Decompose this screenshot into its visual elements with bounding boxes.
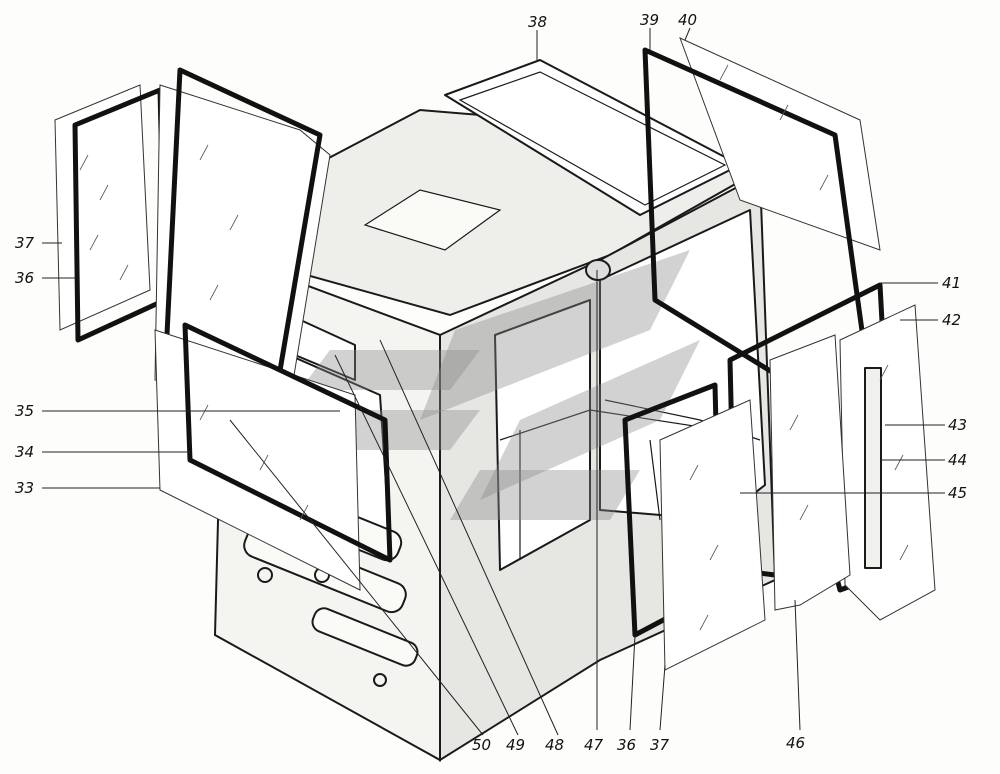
leader-lines <box>42 27 945 736</box>
callout-33: 33 <box>15 479 34 497</box>
callout-41: 41 <box>942 274 961 292</box>
glass-pane-37-bottom <box>659 399 766 671</box>
roof-hatch <box>363 189 502 251</box>
side-door-opening-front <box>494 299 591 571</box>
callout-37-bottom: 37 <box>650 736 670 754</box>
glass-pane-37-left <box>54 84 151 331</box>
callout-37-left: 37 <box>15 234 35 252</box>
callout-44: 44 <box>948 451 967 469</box>
callout-42: 42 <box>942 311 961 329</box>
callout-48: 48 <box>545 736 564 754</box>
callout-38: 38 <box>528 13 547 31</box>
front-vent-lower <box>311 607 419 667</box>
door-handle <box>585 259 611 281</box>
strip-43-44 <box>864 367 882 569</box>
callout-49: 49 <box>506 736 525 754</box>
callout-46: 46 <box>786 734 805 752</box>
seal-39 <box>642 47 898 593</box>
glass-pane-46 <box>769 334 851 611</box>
front-knob-left <box>257 567 273 583</box>
front-knob-lower <box>373 673 387 687</box>
callout-39: 39 <box>640 11 659 29</box>
callout-34: 34 <box>15 443 34 461</box>
glass-pane-40 <box>679 37 881 251</box>
seal-34 <box>182 322 393 563</box>
callout-36-bottom: 36 <box>617 736 636 754</box>
callout-43: 43 <box>948 416 967 434</box>
callout-36-left: 36 <box>15 269 34 287</box>
callout-45: 45 <box>948 484 967 502</box>
callout-47: 47 <box>584 736 604 754</box>
callout-35: 35 <box>15 402 34 420</box>
callout-50: 50 <box>472 736 491 754</box>
callout-40: 40 <box>678 11 697 29</box>
glass-pane-42 <box>839 304 936 621</box>
